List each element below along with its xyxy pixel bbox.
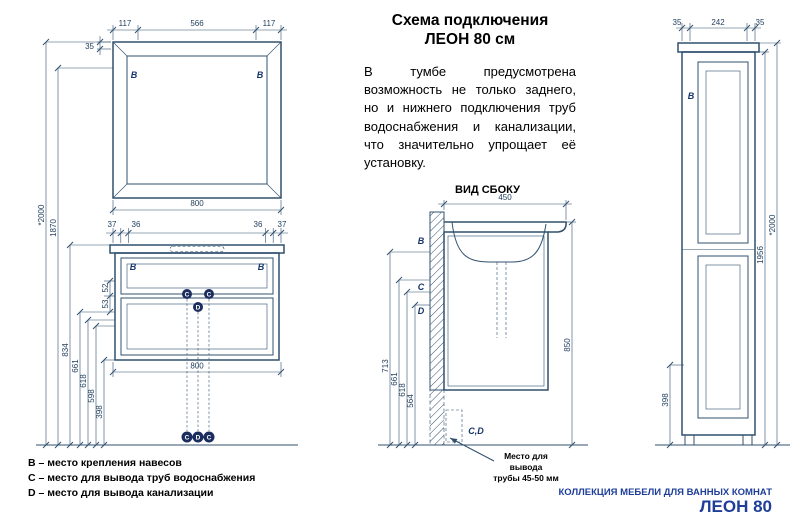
marker-letter: C [185, 292, 190, 299]
cabinet-hanger-mark-left: B [130, 262, 137, 272]
drain-pipe-marker [193, 302, 203, 312]
side-view: 450 713 661 618 564 850 B C [378, 193, 588, 462]
side-view-marks: B C D C,D [418, 236, 485, 436]
column-height-dimensions: 398 1956 *2000 [661, 39, 781, 449]
water-mark: C [418, 282, 425, 292]
collection-caption: КОЛЛЕКЦИЯ МЕБЕЛИ ДЛЯ ВАННЫХ КОМНАТ [558, 487, 773, 498]
vanity-cabinet-drawing: B B [109, 244, 285, 361]
note-line: трубы 45-50 мм [493, 473, 559, 484]
floor-outlet-marker [192, 431, 204, 443]
column-cabinet-drawing: B [677, 42, 760, 446]
cabinet-side-profile [443, 231, 549, 443]
marker-letter: D [196, 435, 201, 442]
dim-label: 566 [190, 19, 204, 28]
dim-label: 117 [119, 19, 132, 28]
side-height-dimensions: 713 661 618 564 850 [381, 218, 576, 449]
mirror-drawing: B B [112, 41, 282, 199]
dim-label: 35 [756, 18, 765, 27]
dim-label: 398 [661, 393, 670, 407]
mirror-hanger-mark-left: B [131, 70, 138, 80]
marker-letter: C [207, 435, 212, 442]
page-title-line1: Схема подключения [391, 12, 549, 29]
floor-outlet-marker [181, 431, 193, 443]
side-depth-dimension: 450 [438, 193, 572, 220]
legend: B – место крепления навесов C – место дл… [28, 456, 255, 502]
side-view-title: ВИД СБОКУ [455, 184, 520, 196]
dim-label: 398 [95, 405, 104, 419]
mirror-bottom-dimension: 800 [109, 199, 285, 215]
mirror-hanger-mark-right: B [257, 70, 264, 80]
marker-letter: C [185, 435, 190, 442]
legend-item-b: B – место крепления навесов [28, 457, 182, 469]
note-line: Место для [504, 451, 548, 461]
front-view: B B 117 566 117 35 800 [36, 19, 298, 449]
dim-label: 53 [101, 299, 110, 308]
description-paragraph: В тумбе предусмотрена возможность не тол… [364, 64, 576, 170]
dim-label: 36 [132, 220, 141, 229]
legend-item-d: D – место для вывода канализации [28, 487, 214, 500]
cabinet-top-dimension: 37 36 36 37 [106, 220, 288, 243]
dim-label: 661 [390, 372, 399, 386]
dim-label: 618 [398, 383, 407, 397]
dim-label: 37 [278, 220, 287, 229]
dim-label: *2000 [768, 214, 777, 235]
dim-label: 598 [87, 389, 96, 403]
water-pipe-marker [204, 289, 214, 299]
dim-label: 850 [563, 338, 572, 352]
dim-label: *2000 [37, 204, 46, 225]
column-hanger-mark: B [688, 91, 695, 101]
wall-section [429, 211, 445, 446]
dim-label: 35 [85, 42, 94, 51]
dim-label: 37 [108, 220, 117, 229]
cabinet-bottom-dimension: 800 [109, 362, 285, 377]
height-dimensions: *2000 1870 834 661 618 598 398 [37, 38, 115, 449]
page-title: Схема подключения ЛЕОН 80 см [330, 11, 610, 50]
note-line: вывода [509, 462, 543, 473]
dim-label: 800 [190, 199, 204, 208]
column-top-dimension: 35 242 35 [673, 18, 765, 41]
drain-mark: D [418, 306, 425, 316]
column-view: B 35 242 35 398 1956 *2000 [655, 18, 790, 449]
dim-label: 713 [381, 359, 390, 373]
marker-letter: D [196, 305, 201, 312]
model-name: ЛЕОН 80 [699, 497, 772, 516]
pipe-outlet-note: Место для вывода трубы 45-50 мм [488, 451, 564, 484]
pipe-markers: C C D C D C [181, 289, 215, 443]
legend-item-c: C – место для вывода труб водоснабжения [28, 472, 256, 485]
dim-label: 564 [406, 394, 415, 408]
outlet-mark: C,D [468, 426, 484, 436]
dim-label: 35 [673, 18, 682, 27]
marker-letter: C [207, 292, 212, 299]
water-pipe-marker [182, 289, 192, 299]
note-arrow [449, 437, 495, 462]
hanger-mark: B [418, 236, 425, 246]
dim-label: 618 [79, 374, 88, 388]
dim-label: 450 [498, 193, 512, 202]
dim-label: 242 [711, 18, 725, 27]
dim-label: 52 [101, 283, 110, 292]
dim-label: 36 [254, 220, 263, 229]
page-title-line2: ЛЕОН 80 см [424, 31, 516, 49]
dim-label: 117 [263, 19, 276, 28]
dim-label: 661 [71, 359, 80, 373]
dim-label: 1956 [756, 246, 765, 264]
dim-label: 800 [190, 362, 204, 371]
dim-label: 1870 [49, 219, 58, 237]
mirror-frame-dimension: 35 [85, 36, 111, 55]
cabinet-hanger-mark-right: B [258, 262, 265, 272]
gap-dimensions: 52 53 [101, 277, 115, 316]
mirror-top-dimension: 117 566 117 [107, 19, 287, 40]
dim-label: 834 [61, 343, 70, 357]
floor-outlet-marker [203, 431, 215, 443]
